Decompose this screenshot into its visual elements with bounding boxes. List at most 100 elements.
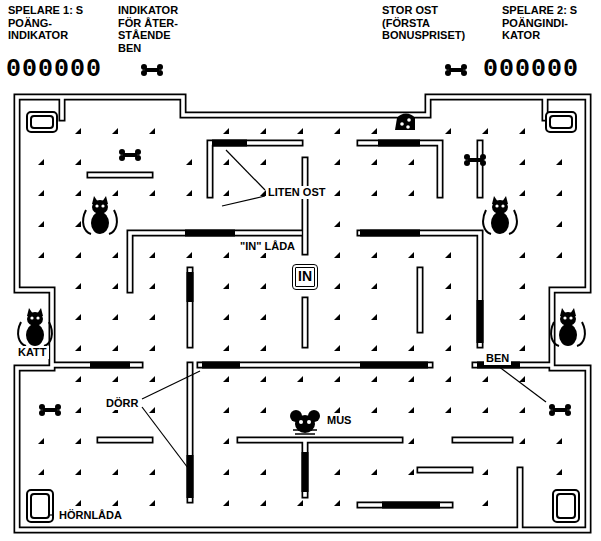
score: 000000: [483, 56, 579, 85]
in-box: IN: [292, 264, 318, 289]
cheese-dot: [223, 252, 229, 258]
cheese-dot: [112, 190, 118, 196]
cheese-dot: [371, 469, 377, 475]
cheese-dot: [112, 252, 118, 258]
cheese-dot: [482, 376, 488, 382]
door: [185, 230, 235, 237]
cheese-dot: [408, 345, 414, 351]
corner-box: [553, 490, 579, 522]
cheese-dot: [482, 128, 488, 134]
door: [477, 300, 484, 343]
cat: [483, 196, 517, 234]
door: [202, 362, 240, 369]
cheese-dot: [223, 283, 229, 289]
cheese-dot: [371, 345, 377, 351]
cheese-dot: [186, 159, 192, 165]
cheese-dot: [149, 252, 155, 258]
cheese-dot: [223, 345, 229, 351]
cheese-dot: [408, 159, 414, 165]
cheese-dot: [260, 252, 266, 258]
cheese-dot: [334, 469, 340, 475]
score-indicator-label: SPELARE 2: S POÄNGINDI- KATOR: [500, 4, 596, 42]
cheese-dot: [334, 190, 340, 196]
corner-box: [27, 490, 53, 522]
cheese-dot: [371, 407, 377, 413]
cat: [551, 308, 585, 346]
cheese-dot: [482, 469, 488, 475]
callout: BEN: [484, 352, 511, 365]
cheese-dot: [408, 407, 414, 413]
cheese-dot: [75, 190, 81, 196]
cheese-dot: [445, 376, 451, 382]
cheese-dot: [223, 128, 229, 134]
cheese-dot: [149, 283, 155, 289]
bone: [549, 404, 571, 416]
cheese-dot: [223, 500, 229, 506]
cheese-dot: [556, 252, 562, 258]
cheese-dot: [223, 438, 229, 444]
cheese-dot: [223, 376, 229, 382]
cheese-dot: [75, 500, 81, 506]
cat: [18, 308, 52, 346]
cat: [83, 196, 117, 234]
cheese-dot: [519, 190, 525, 196]
cheese-dot: [260, 469, 266, 475]
cheese-dot: [38, 469, 44, 475]
door: [90, 362, 130, 369]
cheese-dot: [75, 438, 81, 444]
cheese-dot: [371, 376, 377, 382]
cheese-dot: [334, 407, 340, 413]
cheese-dot: [38, 159, 44, 165]
callout: MUS: [325, 414, 353, 427]
cheese-dot: [519, 252, 525, 258]
callout: LITEN OST: [266, 186, 327, 199]
leader-lines: [48, 150, 546, 515]
cheese-dot: [75, 314, 81, 320]
cheese-dot: [38, 438, 44, 444]
cheese-dot: [445, 345, 451, 351]
cheese-dot: [75, 252, 81, 258]
cheese-dot: [297, 128, 303, 134]
cheese-dot: [260, 128, 266, 134]
cheese-dot: [445, 314, 451, 320]
cheese-dot: [75, 345, 81, 351]
leader-line: [222, 196, 265, 206]
cheese-dot: [371, 190, 377, 196]
cheese-dot: [334, 376, 340, 382]
cheese-dot: [445, 128, 451, 134]
bone: [39, 404, 61, 416]
mouse: [290, 410, 320, 434]
cheese-dot: [223, 469, 229, 475]
cheese-dot: [334, 345, 340, 351]
cheese-dot: [445, 283, 451, 289]
cheese-dot: [75, 407, 81, 413]
cheese-dot: [260, 407, 266, 413]
bone: [464, 154, 486, 166]
cheese-dot: [482, 407, 488, 413]
corner-box: [546, 112, 576, 132]
cheese-dot: [223, 159, 229, 165]
cheese-dot: [334, 314, 340, 320]
big-cheese: [395, 114, 415, 131]
score: 000000: [6, 56, 102, 85]
maze-walls: [17, 97, 588, 530]
cheese-dot: [149, 345, 155, 351]
cheese-dot: [519, 407, 525, 413]
door: [212, 140, 247, 147]
cheese-dot: [260, 500, 266, 506]
cheese-dot: [297, 376, 303, 382]
cheese-dot: [75, 221, 81, 227]
door: [382, 502, 440, 509]
cheese-dot: [112, 128, 118, 134]
cheese-dot: [112, 314, 118, 320]
cheese-dot: [519, 159, 525, 165]
cheese-dot: [112, 345, 118, 351]
cheese-dot: [75, 283, 81, 289]
cheese-dot: [371, 252, 377, 258]
cheese-dot: [371, 283, 377, 289]
corner-box: [27, 112, 57, 132]
leader-line: [48, 514, 54, 515]
leader-line: [498, 366, 546, 402]
cheese-dot: [260, 376, 266, 382]
